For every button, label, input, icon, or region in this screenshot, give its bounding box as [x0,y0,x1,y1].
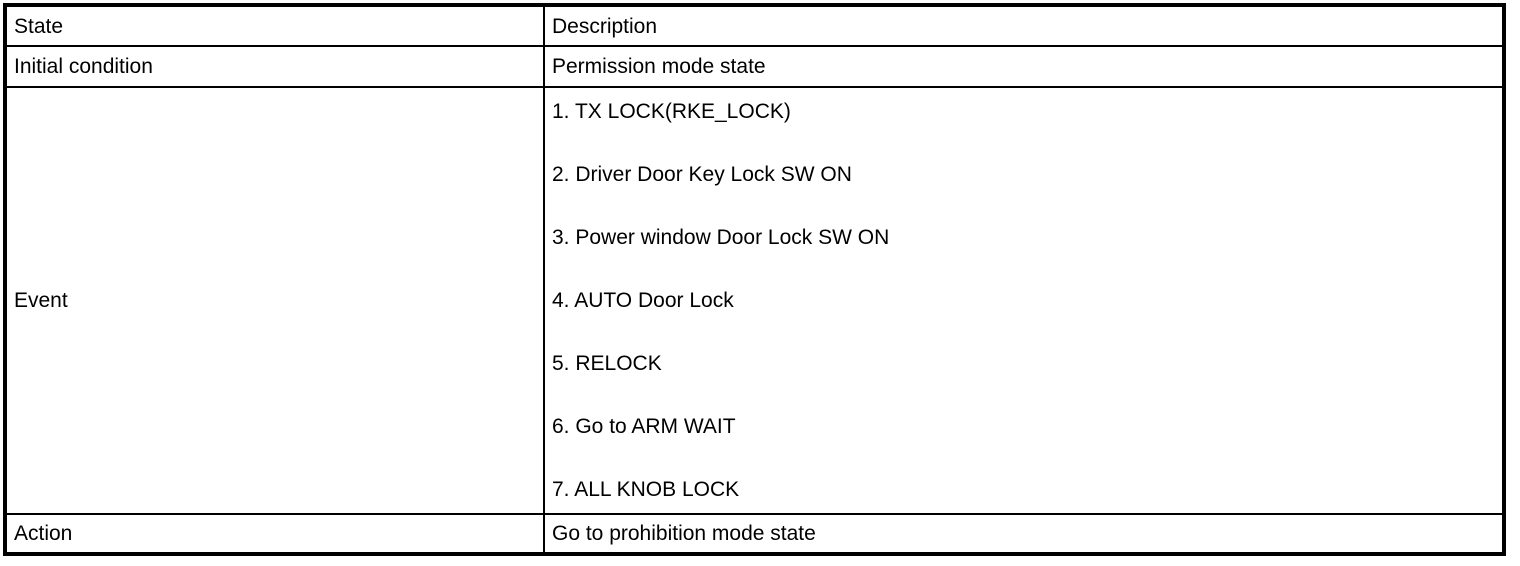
event-label: Event [4,86,545,515]
initial-condition-value: Permission mode state [543,45,1505,88]
table-row-action: Action Go to prohibition mode state [4,513,1505,555]
event-item-4: 4. AUTO Door Lock [552,289,734,312]
event-item-2: 2. Driver Door Key Lock SW ON [552,163,852,186]
column-header-description: Description [543,4,1505,47]
table-row-initial-condition: Initial condition Permission mode state [4,45,1505,88]
table-header-row: State Description [4,4,1505,47]
state-description-table: State Description Initial condition Perm… [3,3,1506,556]
initial-condition-label: Initial condition [4,45,545,88]
event-item-5: 5. RELOCK [552,352,662,375]
event-item-6: 6. Go to ARM WAIT [552,415,736,438]
event-item-1: 1. TX LOCK(RKE_LOCK) [552,100,791,123]
action-value: Go to prohibition mode state [543,513,1505,555]
column-header-state: State [4,4,545,47]
event-item-7: 7. ALL KNOB LOCK [552,478,740,501]
action-label: Action [4,513,545,555]
table-row-event: Event 1. TX LOCK(RKE_LOCK) 2. Driver Doo… [4,86,1505,515]
event-item-3: 3. Power window Door Lock SW ON [552,226,890,249]
event-description-cell: 1. TX LOCK(RKE_LOCK) 2. Driver Door Key … [543,86,1505,515]
